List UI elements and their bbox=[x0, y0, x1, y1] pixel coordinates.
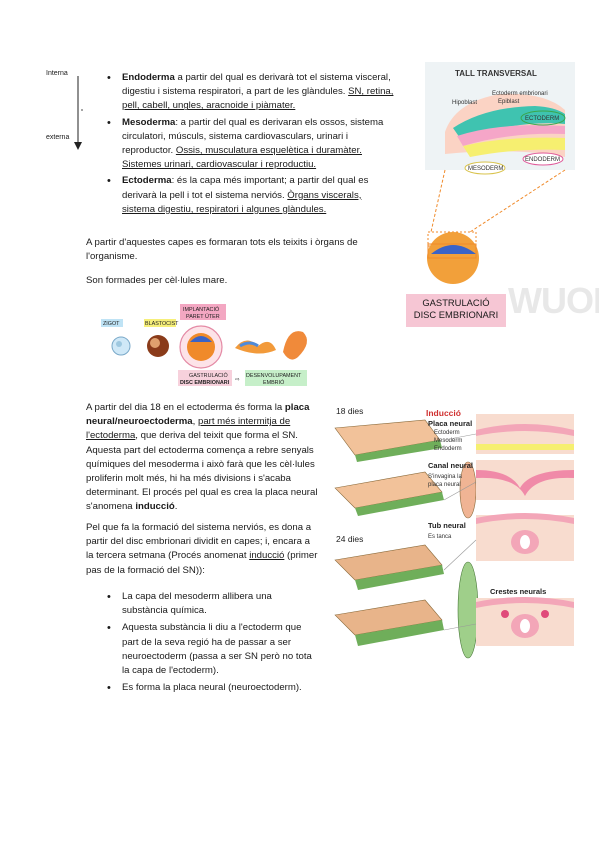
label-zigot: ZIGOT bbox=[103, 321, 120, 327]
label-ecto-embrionari: Ectoderm embrionari bbox=[492, 91, 548, 97]
label-placa-neural: Placa neural bbox=[428, 419, 472, 428]
label-implant-2: PARET ÚTER bbox=[186, 313, 220, 320]
paragraph-cellules: Son formades per cèl·lules mare. bbox=[86, 275, 228, 286]
label-endoderm: ENDODERM bbox=[525, 157, 560, 163]
gastrulacio-line-1: GASTRULACIÓ bbox=[422, 297, 490, 308]
axis-labels: Interna externa bbox=[46, 70, 86, 150]
label-18-dies: 18 dies bbox=[336, 406, 363, 416]
label-gastrulacio-1: GASTRULACIÓ bbox=[189, 372, 228, 379]
label-canal-neural: Canal neural bbox=[428, 461, 473, 470]
paragraph-capes: A partir d'aquestes capes es formaran to… bbox=[86, 237, 358, 263]
label-induccio: Inducció bbox=[426, 408, 461, 418]
label-tub-neural: Tub neural bbox=[428, 521, 466, 530]
layer-endoderma: Endoderma a partir del qual es derivarà … bbox=[104, 71, 394, 114]
label-canal-sub-2: placa neural bbox=[428, 482, 461, 488]
induction-steps-list: La capa del mesoderm allibera una substà… bbox=[104, 590, 316, 696]
label-endoderm-n: Endoderm bbox=[434, 446, 462, 452]
label-mesoderm: MESODERM bbox=[468, 166, 503, 172]
axis-top-label: Interna bbox=[46, 70, 68, 77]
svg-text:⇨: ⇨ bbox=[235, 377, 240, 383]
label-blastocist: BLASTOCIST bbox=[145, 321, 179, 327]
label-ectoderm: ECTODERM bbox=[525, 116, 559, 122]
label-hipoblast: Hipoblast bbox=[452, 100, 477, 106]
label-gastrulacio-2: DISC EMBRIONARI bbox=[180, 380, 230, 386]
paragraph-placa-neural: A partir del dia 18 en el ectoderma és f… bbox=[86, 402, 318, 513]
step-item: La capa del mesoderm allibera una substà… bbox=[104, 590, 316, 618]
watermark-logo: WUOL bbox=[508, 280, 599, 321]
layer-ectoderma: Ectoderma: és la capa més important; a p… bbox=[104, 174, 394, 217]
label-desenv-1: DESENVOLUPAMENT bbox=[246, 373, 302, 379]
label-desenv-2: EMBRIÓ bbox=[263, 379, 284, 386]
germ-layer-list: Endoderma a partir del qual es derivarà … bbox=[104, 71, 394, 217]
step-item: Es forma la placa neural (neuroectoderm)… bbox=[104, 681, 316, 695]
label-tub-sub: Es tanca bbox=[428, 534, 452, 540]
axis-arrow-icon bbox=[74, 76, 83, 150]
label-canal-sub-1: S'invagina la bbox=[428, 474, 462, 480]
tall-title: TALL TRANSVERSAL bbox=[455, 69, 537, 78]
gastrulacio-line-2: DISC EMBRIONARI bbox=[413, 309, 499, 320]
step-item: Aquesta substància li diu a l'ectoderm q… bbox=[104, 621, 316, 678]
gastrulacio-label-box: GASTRULACIÓ DISC EMBRIONARI bbox=[406, 294, 506, 327]
layer-mesoderma: Mesoderma: a partir del qual es derivara… bbox=[104, 116, 394, 173]
label-epiblast: Epiblast bbox=[498, 99, 520, 105]
development-sequence-figure: ZIGOT BLASTOCIST IMPLANTACIÓ PARET ÚTER … bbox=[101, 304, 307, 386]
axis-bottom-label: externa bbox=[46, 134, 70, 141]
label-24-dies: 24 dies bbox=[336, 534, 363, 544]
label-crestes-neurals: Crestes neurals bbox=[490, 587, 546, 596]
tall-transversal-diagram: TALL TRANSVERSAL Hipoblast Ectoderm embr… bbox=[425, 62, 575, 247]
label-mesoderm-n: Mesoderm bbox=[434, 438, 462, 444]
neural-development-diagram: 18 dies 24 dies Inducció Placa neural Ec… bbox=[334, 406, 574, 659]
label-ectoderm-n: Ectoderm bbox=[434, 430, 460, 436]
paragraph-sistema-nervios: Pel que fa la formació del sistema nervi… bbox=[86, 522, 318, 576]
embryo-sphere-image bbox=[427, 232, 479, 284]
label-implant-1: IMPLANTACIÓ bbox=[183, 306, 219, 313]
